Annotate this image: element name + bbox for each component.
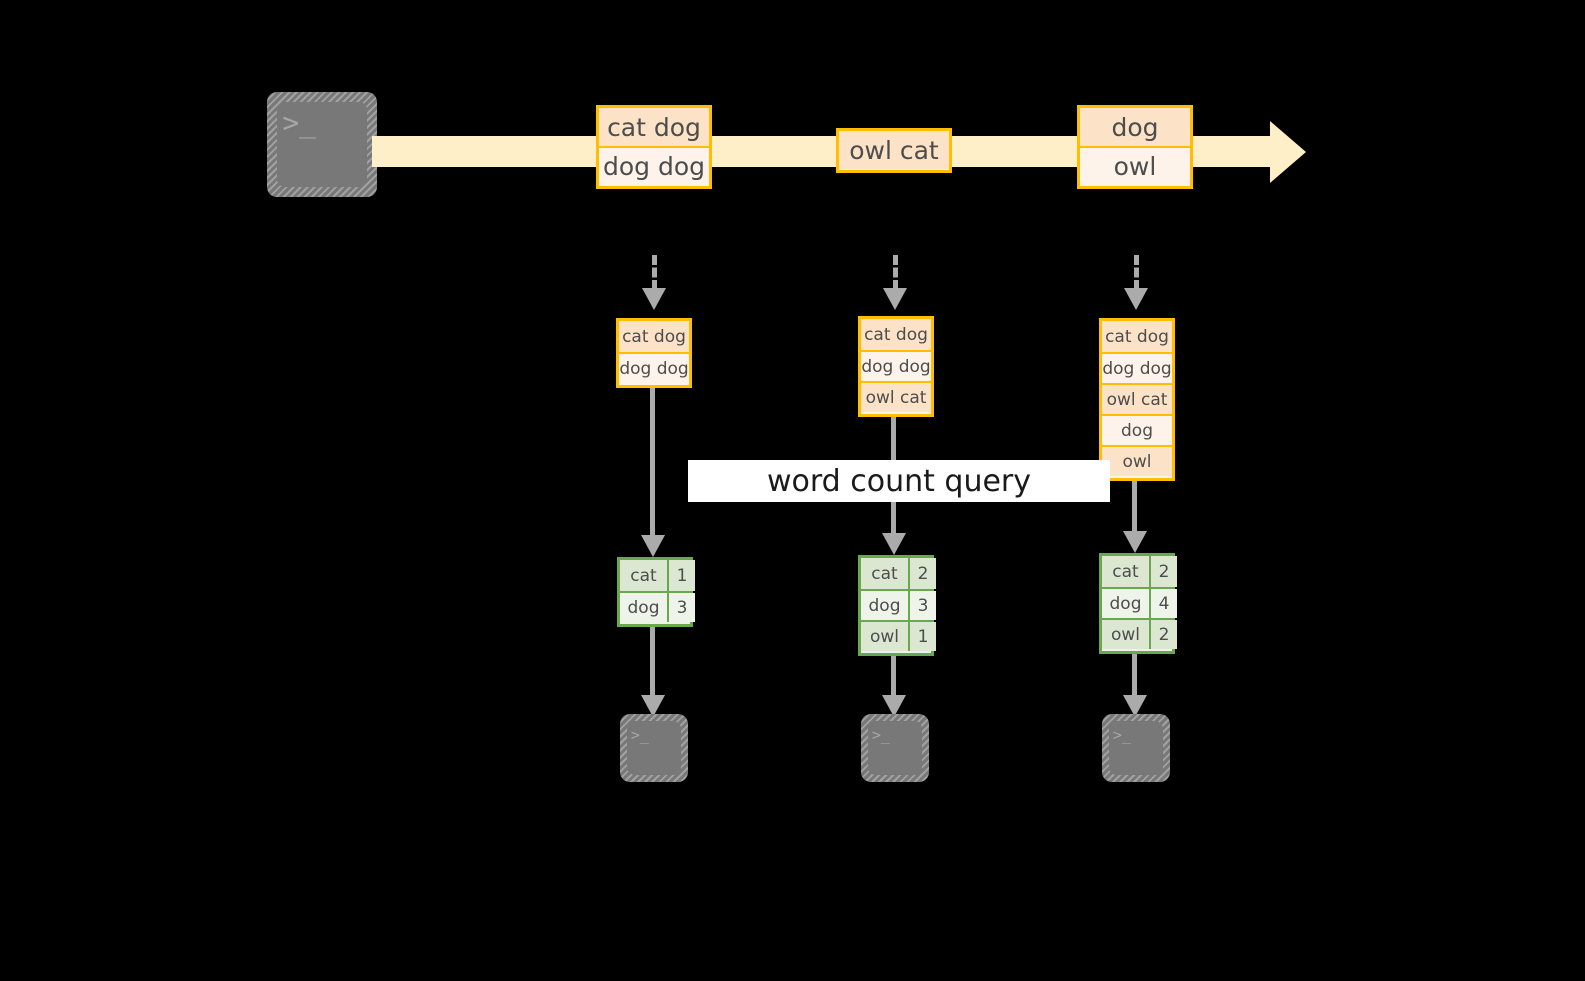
terminal-prompt-glyph: >_ <box>282 105 317 139</box>
snapshot-input-line: owl cat <box>861 381 931 412</box>
terminal-prompt-glyph: >_ <box>1112 725 1131 744</box>
count-word: cat <box>620 560 667 591</box>
stream-to-snapshot-arrowhead-3 <box>1124 288 1148 310</box>
snapshot-1-sink-terminal-icon: >_ <box>620 714 688 782</box>
snapshot-1-count-table: cat 1 dog 3 <box>617 557 695 627</box>
terminal-screen <box>277 102 367 187</box>
count-row: cat 2 <box>1102 556 1177 587</box>
snapshot-2-input-stack: cat dog dog dog owl cat <box>858 316 934 417</box>
snapshot-2-sink-terminal-icon: >_ <box>861 714 929 782</box>
count-row: cat 2 <box>861 558 936 589</box>
snapshot-3-sink-terminal-icon: >_ <box>1102 714 1170 782</box>
snapshot-3-query-connector <box>1132 481 1137 535</box>
snapshot-2-count-table: cat 2 dog 3 owl 1 <box>858 555 936 656</box>
snapshot-3-count-table: cat 2 dog 4 owl 2 <box>1099 553 1177 654</box>
snapshot-3-input-stack: cat dog dog dog owl cat dog owl <box>1099 318 1175 481</box>
count-value: 2 <box>1149 620 1177 649</box>
count-value: 1 <box>667 560 695 591</box>
stream-record-burst-2: owl cat <box>836 128 952 173</box>
count-value: 2 <box>1149 556 1177 587</box>
snapshot-2-sink-connector <box>891 656 896 699</box>
snapshot-2-sink-arrowhead <box>882 695 906 717</box>
stream-record-line: dog <box>1080 108 1190 146</box>
snapshot-2-query-arrowhead <box>882 533 906 555</box>
snapshot-1-sink-arrowhead <box>641 695 665 717</box>
stream-record-line: dog dog <box>599 146 709 184</box>
count-row: owl 2 <box>1102 618 1177 649</box>
count-row: dog 3 <box>861 589 936 620</box>
snapshot-input-line: dog dog <box>861 350 931 381</box>
terminal-prompt-glyph: >_ <box>871 725 890 744</box>
snapshot-3-query-arrowhead <box>1123 531 1147 553</box>
query-banner-label: word count query <box>766 463 1032 499</box>
snapshot-input-line: owl <box>1102 445 1172 476</box>
snapshot-1-sink-connector <box>650 627 655 699</box>
terminal-screen <box>627 721 681 775</box>
snapshot-3-sink-connector <box>1132 654 1137 699</box>
count-word: cat <box>1102 556 1149 587</box>
stream-to-snapshot-connector-1 <box>652 255 657 290</box>
snapshot-input-line: cat dog <box>1102 321 1172 352</box>
snapshot-1-query-connector <box>650 388 655 538</box>
snapshot-input-line: dog dog <box>1102 352 1172 383</box>
count-value: 3 <box>908 591 936 620</box>
snapshot-input-line: dog <box>1102 414 1172 445</box>
count-value: 2 <box>908 558 936 589</box>
stream-to-snapshot-connector-3 <box>1134 255 1139 290</box>
count-row: cat 1 <box>620 560 695 591</box>
stream-record-line: cat dog <box>599 108 709 146</box>
snapshot-3-sink-arrowhead <box>1123 695 1147 717</box>
count-row: dog 3 <box>620 591 695 622</box>
source-terminal-icon: >_ <box>267 92 377 197</box>
snapshot-1-input-stack: cat dog dog dog <box>616 318 692 388</box>
count-row: owl 1 <box>861 620 936 651</box>
stream-record-burst-1: cat dog dog dog <box>596 105 712 189</box>
count-word: dog <box>1102 589 1149 618</box>
terminal-screen <box>868 721 922 775</box>
count-word: dog <box>620 593 667 622</box>
snapshot-input-line: cat dog <box>619 321 689 352</box>
count-value: 1 <box>908 622 936 651</box>
stream-to-snapshot-arrowhead-1 <box>642 288 666 310</box>
count-word: cat <box>861 558 908 589</box>
stream-record-burst-3: dog owl <box>1077 105 1193 189</box>
query-banner: word count query <box>688 460 1110 502</box>
terminal-prompt-glyph: >_ <box>630 725 649 744</box>
count-word: dog <box>861 591 908 620</box>
count-value: 3 <box>667 593 695 622</box>
count-row: dog 4 <box>1102 587 1177 618</box>
stream-record-line: owl <box>1080 146 1190 184</box>
count-value: 4 <box>1149 589 1177 618</box>
snapshot-input-line: owl cat <box>1102 383 1172 414</box>
snapshot-1-query-arrowhead <box>641 535 665 557</box>
count-word: owl <box>861 622 908 651</box>
count-word: owl <box>1102 620 1149 649</box>
stream-arrowhead <box>1270 121 1306 183</box>
snapshot-input-line: dog dog <box>619 352 689 383</box>
stream-to-snapshot-arrowhead-2 <box>883 288 907 310</box>
terminal-screen <box>1109 721 1163 775</box>
stream-record-line: owl cat <box>839 131 949 169</box>
snapshot-input-line: cat dog <box>861 319 931 350</box>
stream-to-snapshot-connector-2 <box>893 255 898 290</box>
